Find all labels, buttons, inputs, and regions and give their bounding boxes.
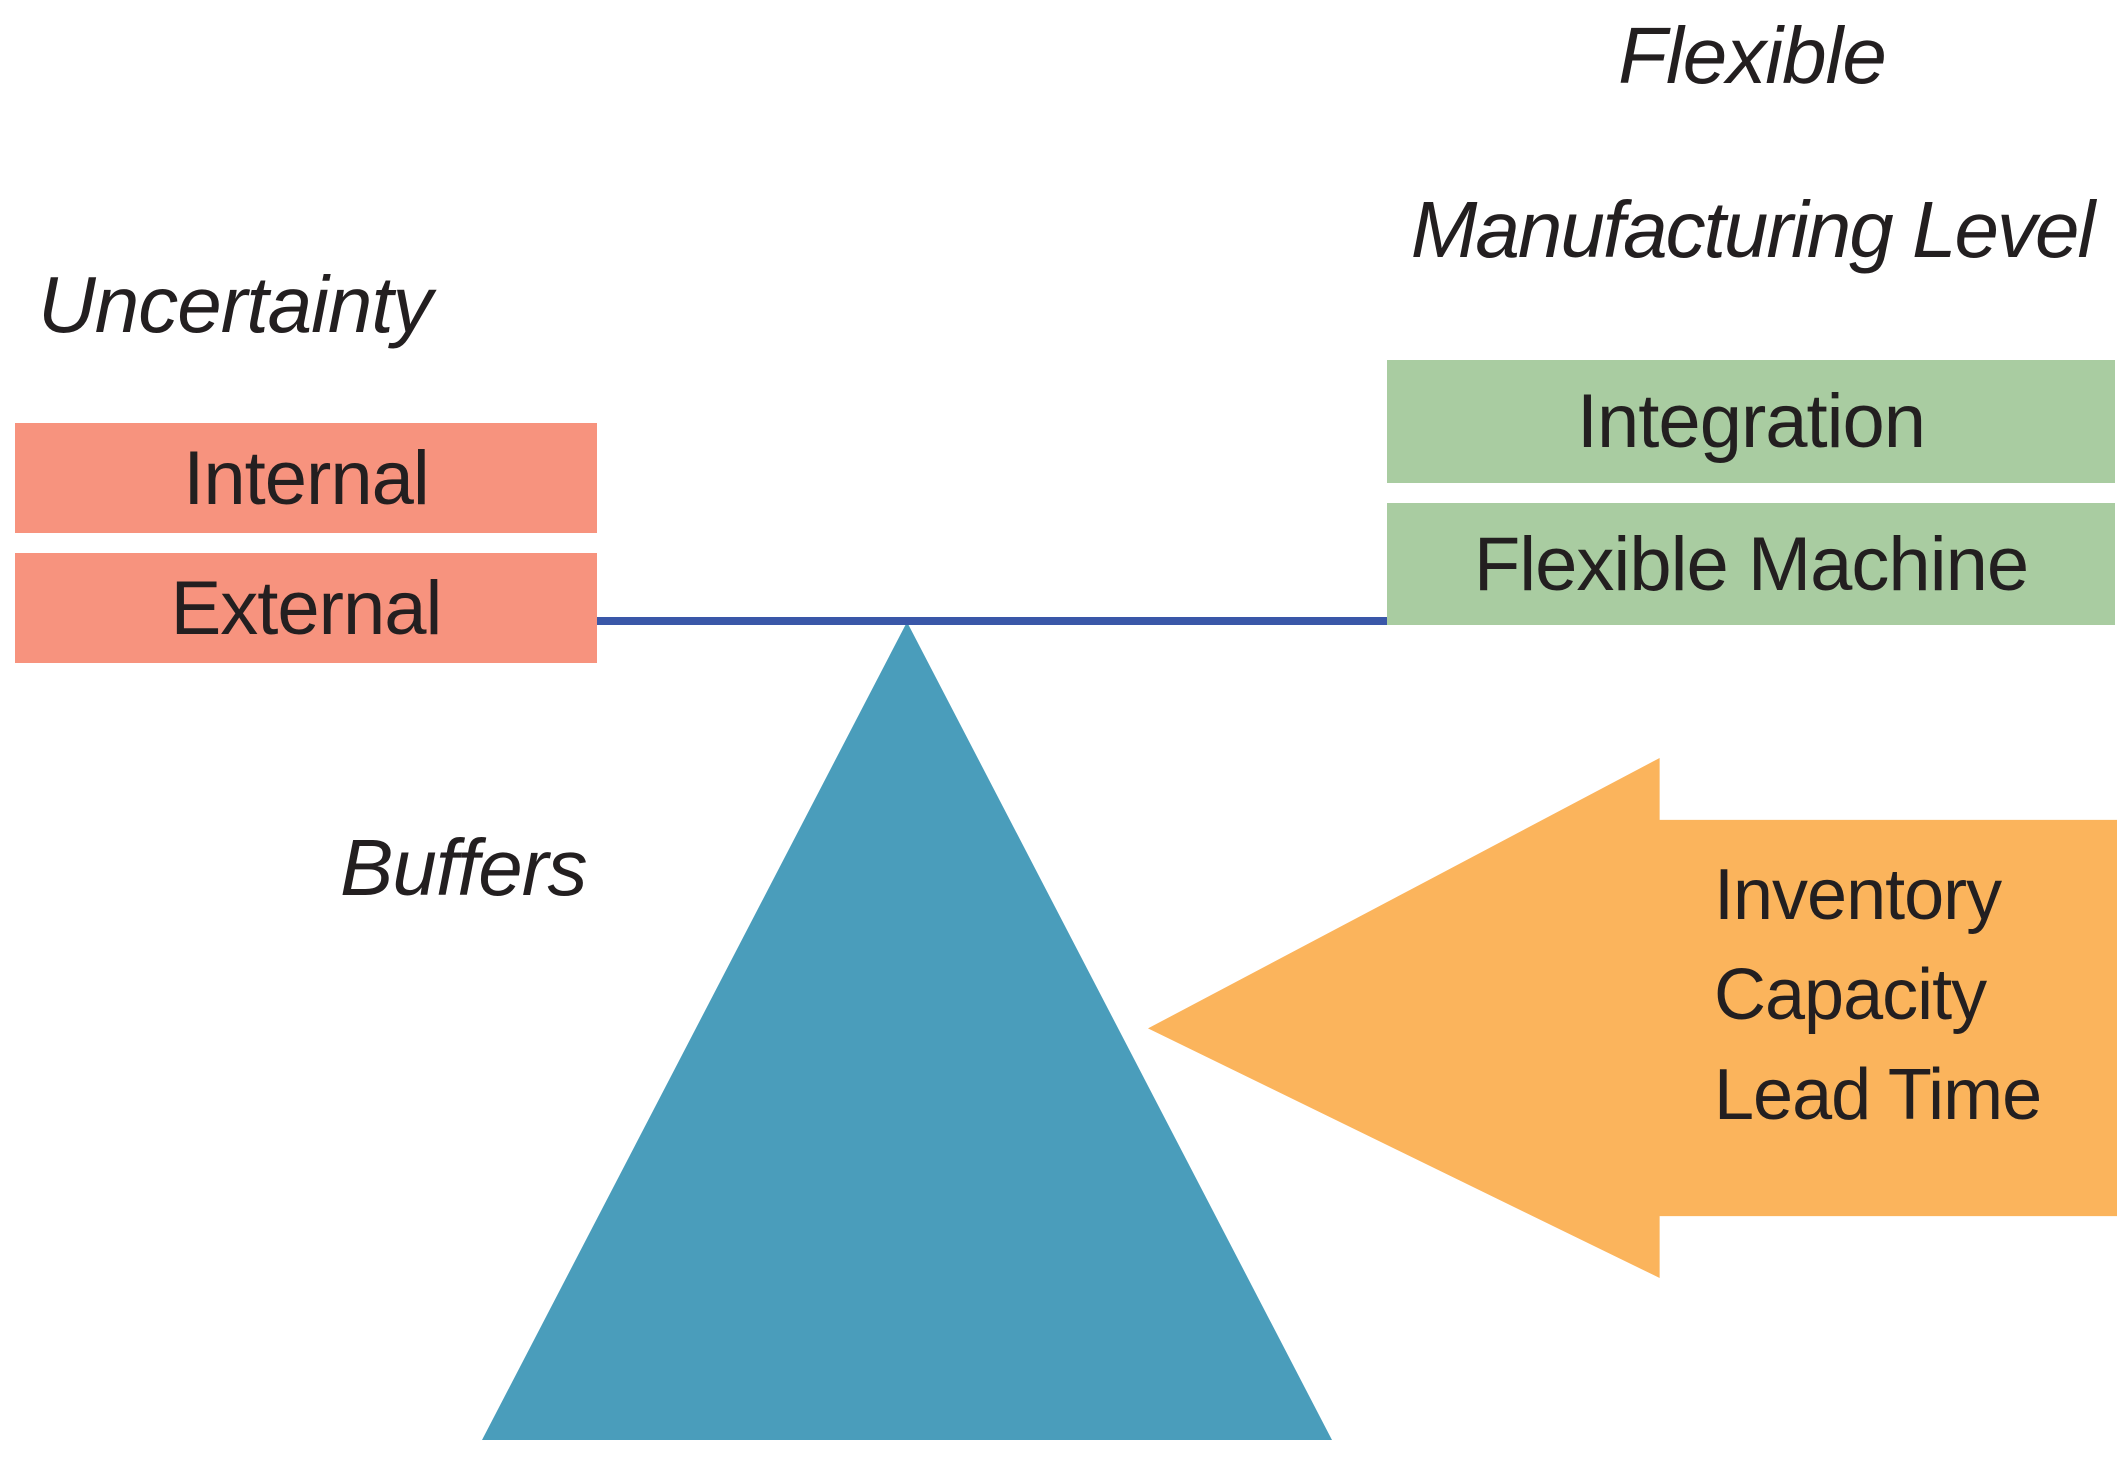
flexible-manufacturing-title-line1: Flexible bbox=[1618, 11, 1887, 100]
balance-beam-line bbox=[597, 617, 1387, 625]
buffer-type-capacity: Capacity bbox=[1714, 955, 1987, 1035]
buffer-type-inventory: Inventory bbox=[1714, 855, 2002, 935]
internal-uncertainty-box: Internal bbox=[15, 423, 597, 533]
buffer-type-lead-time: Lead Time bbox=[1714, 1055, 2042, 1135]
flexible-manufacturing-title: Flexible Manufacturing Level bbox=[1382, 14, 2122, 272]
flexible-machine-box: Flexible Machine bbox=[1387, 503, 2115, 625]
buffers-title: Buffers bbox=[340, 823, 587, 912]
external-uncertainty-box: External bbox=[15, 553, 597, 663]
uncertainty-title: Uncertainty bbox=[38, 260, 433, 349]
internal-uncertainty-label: Internal bbox=[183, 435, 429, 521]
integration-label: Integration bbox=[1576, 379, 1926, 464]
buffer-types-list: Inventory Capacity Lead Time bbox=[1714, 845, 2042, 1145]
flexible-manufacturing-title-line2: Manufacturing Level bbox=[1410, 185, 2095, 274]
flexible-machine-label: Flexible Machine bbox=[1473, 521, 2029, 607]
external-uncertainty-label: External bbox=[170, 565, 443, 651]
integration-box: Integration bbox=[1387, 360, 2115, 483]
